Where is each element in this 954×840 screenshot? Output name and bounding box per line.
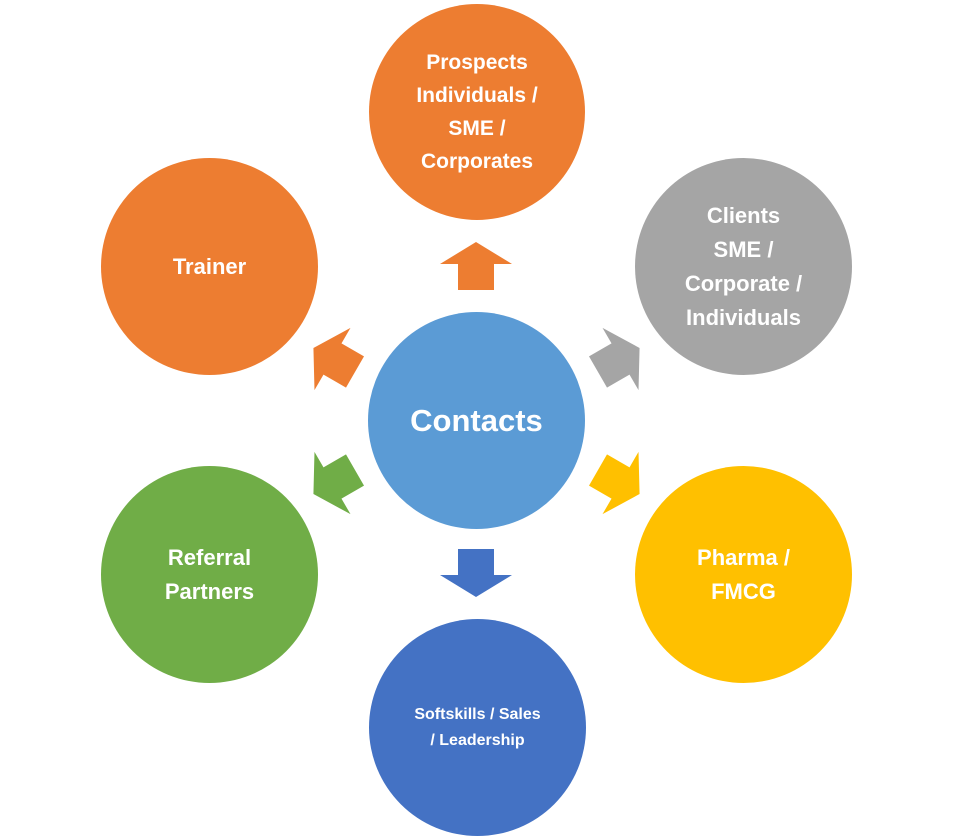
node-softskills-label: Softskills / Sales / Leadership <box>414 705 541 749</box>
node-referral-partners: Referral Partners <box>101 466 318 683</box>
node-contacts-center: Contacts <box>368 312 585 529</box>
arrow-to-bottom-right <box>589 451 640 515</box>
node-prospects-label: Prospects Individuals / SME / Corporates <box>416 51 538 173</box>
node-contacts-label: Contacts <box>410 402 543 438</box>
node-prospects: Prospects Individuals / SME / Corporates <box>369 4 585 220</box>
node-trainer-label: Trainer <box>172 253 247 279</box>
node-softskills: Softskills / Sales / Leadership <box>369 619 586 836</box>
node-clients: Clients SME / Corporate / Individuals <box>635 158 852 375</box>
arrow-to-top-right <box>589 327 640 391</box>
node-pharma-fmcg: Pharma / FMCG <box>635 466 852 683</box>
node-referral-partners-label: Referral Partners <box>164 544 255 604</box>
node-clients-label: Clients SME / Corporate / Individuals <box>684 202 803 330</box>
arrow-to-bottom <box>440 549 512 597</box>
node-pharma-fmcg-label: Pharma / FMCG <box>697 544 790 604</box>
arrow-to-bottom-left <box>313 451 364 515</box>
node-trainer: Trainer <box>101 158 318 375</box>
arrow-to-top-left <box>313 327 364 391</box>
arrow-to-top <box>440 242 512 290</box>
